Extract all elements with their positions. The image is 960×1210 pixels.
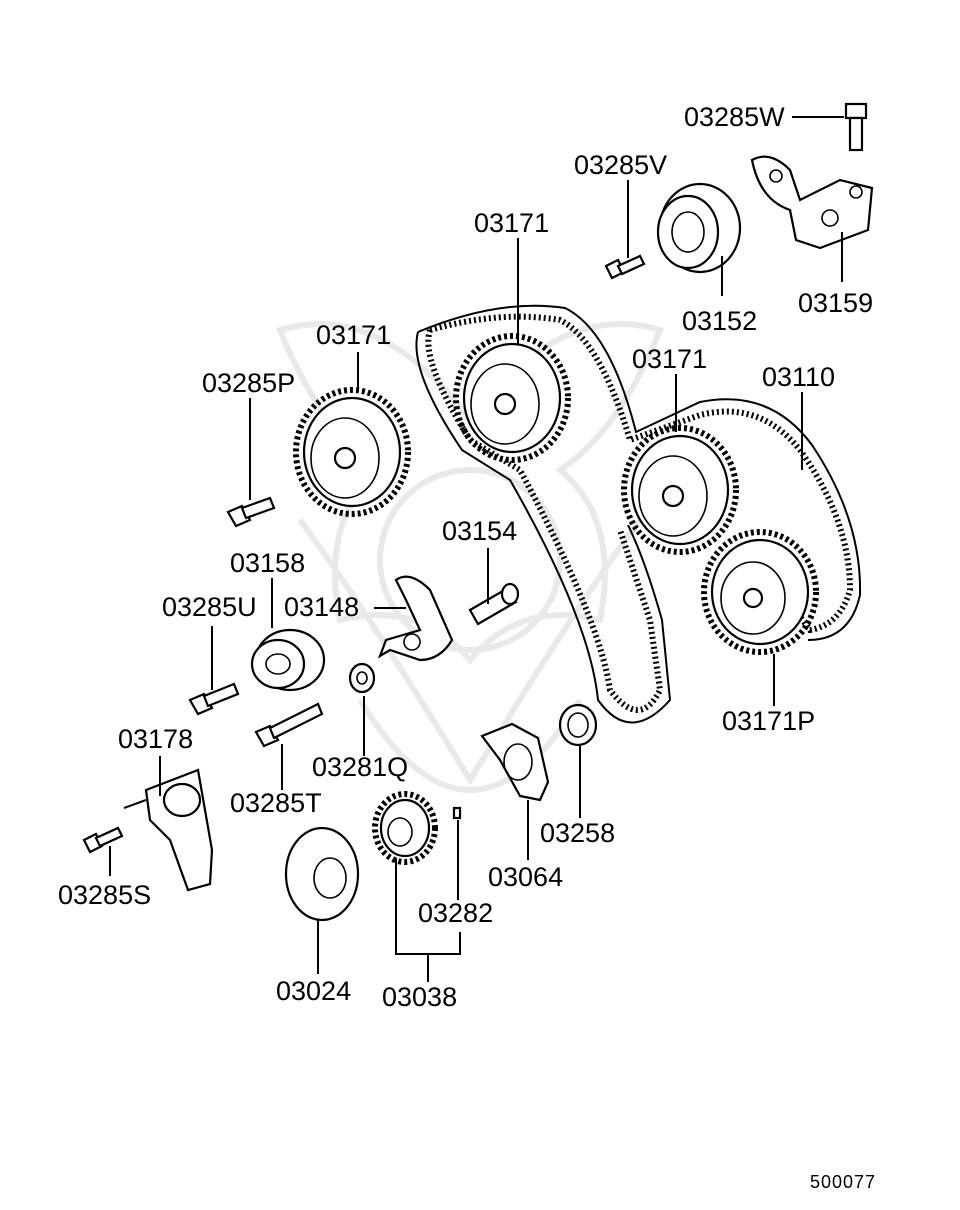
part-labels: 03285W 03285V 03171 03152 03159 03171 03… <box>58 102 873 1012</box>
timing-belt <box>415 304 862 724</box>
label-03178: 03178 <box>118 724 193 754</box>
crank-flange <box>284 826 360 922</box>
label-03282: 03282 <box>418 898 493 928</box>
label-03285t: 03285T <box>230 788 322 818</box>
leader-lines <box>109 116 844 982</box>
label-03258: 03258 <box>540 818 615 848</box>
label-03285u: 03285U <box>162 592 257 622</box>
oil-seal <box>558 703 598 747</box>
bolt <box>844 102 868 152</box>
label-03285v: 03285V <box>574 150 667 180</box>
camshaft-sprocket <box>621 425 739 555</box>
label-03171p: 03171P <box>722 706 815 736</box>
washer <box>348 662 376 694</box>
label-03285w: 03285W <box>684 102 785 132</box>
label-03024: 03024 <box>276 976 351 1006</box>
bolt <box>604 254 646 280</box>
label-03158: 03158 <box>230 548 305 578</box>
spacer-sleeve <box>468 582 520 626</box>
label-03171-top: 03171 <box>474 208 549 238</box>
camshaft-sprocket <box>453 333 571 463</box>
label-03110: 03110 <box>762 362 835 392</box>
auto-tensioner <box>123 768 214 892</box>
camshaft-sprocket <box>701 529 819 655</box>
tensioner-pulley <box>250 628 326 692</box>
tensioner-arm <box>377 575 454 662</box>
label-03154: 03154 <box>442 516 517 546</box>
belt-guide <box>480 722 550 802</box>
label-03038: 03038 <box>382 982 457 1012</box>
bolt <box>188 682 240 716</box>
camshaft-sprocket <box>293 387 411 517</box>
woodruff-key <box>452 806 462 820</box>
diagram-reference-number: 500077 <box>810 1172 876 1192</box>
label-03148: 03148 <box>284 592 359 622</box>
crankshaft-sprocket <box>372 791 438 865</box>
label-03152: 03152 <box>682 306 757 336</box>
idler-pulley <box>656 182 742 274</box>
label-03285p: 03285P <box>202 368 295 398</box>
label-03171-left: 03171 <box>316 320 391 350</box>
label-03285s: 03285S <box>58 880 151 910</box>
label-03281q: 03281Q <box>312 752 408 782</box>
label-03171-right: 03171 <box>632 344 707 374</box>
idler-bracket <box>750 155 874 250</box>
bolt <box>254 702 324 748</box>
label-03064: 03064 <box>488 862 563 892</box>
label-03159: 03159 <box>798 288 873 318</box>
bolt <box>82 826 124 854</box>
bolt <box>226 496 276 528</box>
